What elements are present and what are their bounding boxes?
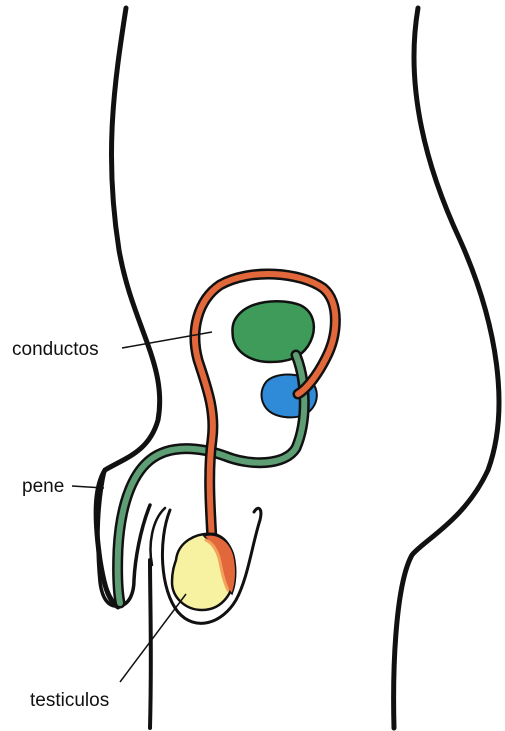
back-contour	[96, 8, 160, 607]
label-penis: pene	[22, 476, 64, 497]
seminal-vesicle	[232, 301, 313, 362]
testicles-leader-line	[120, 594, 186, 682]
label-testicles: testiculos	[30, 690, 109, 711]
label-ducts: conductos	[12, 339, 99, 360]
leg-contour	[150, 560, 151, 728]
front-contour	[394, 8, 499, 728]
